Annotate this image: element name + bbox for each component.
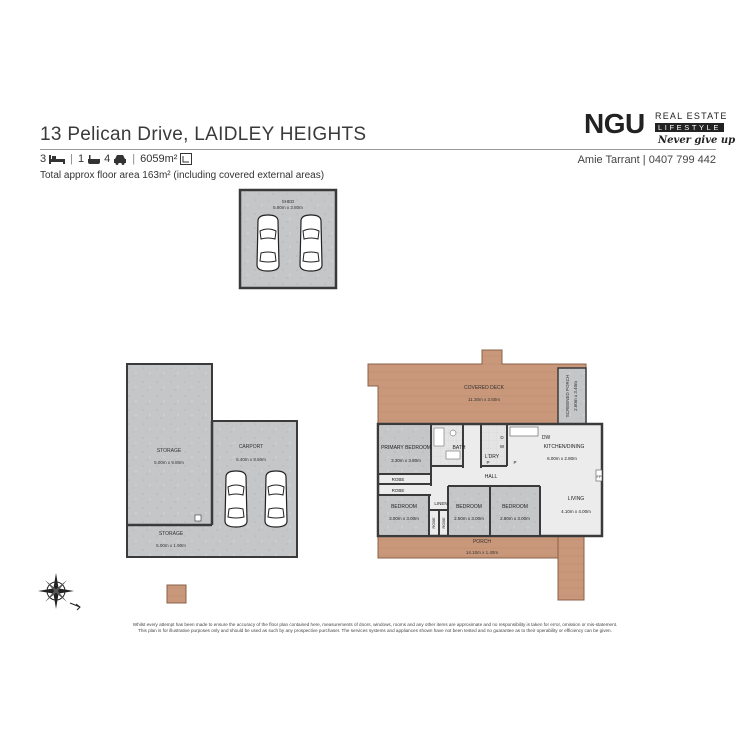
car-top-view-icon — [264, 470, 288, 528]
floor-area-note: Total approx floor area 163m² (including… — [40, 170, 325, 181]
room-size-bedroom: 3.00m x 3.00m — [389, 516, 419, 521]
room-name-bedroom: BEDROOM — [456, 504, 482, 510]
room-name-bedroom: BEDROOM — [391, 504, 417, 510]
label-w: W — [500, 444, 505, 449]
logo-real-estate: REAL ESTATE — [655, 111, 728, 121]
disclaimer: Whilst every attempt has been made to en… — [100, 622, 650, 634]
room-name-porch: PORCH — [473, 539, 491, 545]
room-name-covered-deck: COVERED DECK — [464, 385, 505, 391]
room-size-kitchen-dining: 6.00m x 2.80m — [547, 456, 577, 461]
room-name-robe: ROBE — [392, 488, 405, 493]
fireplace — [595, 469, 603, 482]
bath-icon — [88, 154, 101, 164]
screened-porch — [557, 367, 587, 425]
room-size-carport: 5.40m x 8.60m — [236, 457, 266, 462]
room-name-carport: CARPORT — [239, 444, 263, 450]
room-name-primary-bedroom: PRIMARY BEDROOM — [381, 445, 431, 451]
room-name-linen: LINEN — [434, 501, 447, 506]
vanity — [445, 450, 461, 460]
car-icon — [114, 154, 127, 165]
label-fp: FP — [596, 474, 601, 479]
room-size-primary-bedroom: 3.30m x 3.80m — [391, 458, 421, 463]
room-size-covered-deck: 11.30m x 3.50m — [468, 397, 500, 402]
room-name-shed: SHED — [282, 199, 295, 204]
room-size-bedroom: 2.80m x 3.00m — [500, 516, 530, 521]
room-name-robe: ROBE — [441, 517, 446, 529]
baths-count: 1 — [77, 153, 85, 165]
logo-mark: NGU — [584, 108, 645, 139]
bed-icon — [49, 155, 66, 164]
room-name-robe: ROBE — [431, 517, 436, 529]
bathtub — [433, 427, 445, 447]
agent-contact: Amie Tarrant | 0407 799 442 — [577, 154, 716, 166]
car-top-view-icon — [256, 214, 280, 272]
room-name-bedroom: BEDROOM — [502, 504, 528, 510]
room-size-storage-small: 5.00m x 1.90m — [156, 543, 186, 548]
room-size-storage-large: 5.00m x 9.80m — [154, 460, 184, 465]
shed: SHED 5.80m x 3.80m — [238, 188, 338, 290]
room-name-screened-porch: SCREENED PORCH — [565, 375, 570, 418]
room-size-bedroom: 2.50m x 3.00m — [454, 516, 484, 521]
room-name-hall: HALL — [485, 474, 498, 480]
header-divider — [40, 149, 716, 150]
label-dw: DW — [542, 435, 551, 441]
room-name-storage-small: STORAGE — [159, 531, 184, 537]
land-size: 6059m² — [140, 153, 178, 165]
label-p: P — [486, 460, 489, 465]
cars-count: 4 — [104, 153, 111, 165]
room-size-living: 4.10m x 4.00m — [561, 509, 591, 514]
room-name-laundry: L'DRY — [485, 454, 500, 460]
room-name-robe: ROBE — [392, 477, 405, 482]
land-icon — [180, 153, 193, 165]
disclaimer-line: Whilst every attempt has been made to en… — [132, 622, 618, 627]
logo-tagline: Never give up — [658, 135, 736, 146]
agency-logo: NGU REAL ESTATE LIFESTYLE Never give up — [584, 108, 735, 152]
room-name-kitchen-dining: KITCHEN/DINING — [544, 444, 585, 450]
compass-icon — [38, 573, 81, 611]
page-title: 13 Pelican Drive, LAIDLEY HEIGHTS — [40, 124, 367, 145]
stats-separator: | — [132, 153, 136, 165]
stairs — [166, 584, 187, 604]
room-name-living: LIVING — [568, 496, 585, 502]
door-marker — [194, 514, 202, 522]
logo-lifestyle: LIFESTYLE — [655, 123, 724, 132]
toilet — [449, 429, 457, 437]
car-top-view-icon — [224, 470, 248, 528]
label-d: D — [500, 435, 504, 440]
room-size-shed: 5.80m x 3.80m — [273, 205, 303, 210]
beds-count: 3 — [40, 153, 47, 165]
disclaimer-line: This plan is for illustrative purposes o… — [138, 628, 612, 633]
porch-stairs — [557, 535, 585, 601]
kitchen-bench — [509, 426, 539, 437]
label-p: P — [513, 460, 516, 465]
house: COVERED DECK 11.30m x 3.50m SCREENED POR… — [166, 349, 604, 604]
room-name-bath: BATH — [453, 445, 466, 451]
car-top-view-icon — [299, 214, 323, 272]
room-size-porch: 14.10m x 1.40m — [466, 550, 499, 555]
property-stats: 3 | 1 4 | 6059m² — [40, 153, 193, 165]
room-size-screened-porch: 2.60m x 3.40m — [573, 381, 578, 411]
room-name-storage-large: STORAGE — [157, 448, 182, 454]
storage-carport-building: STORAGE 5.00m x 9.80m CARPORT 5.40m x 8.… — [126, 363, 298, 558]
stats-separator: | — [70, 153, 73, 165]
